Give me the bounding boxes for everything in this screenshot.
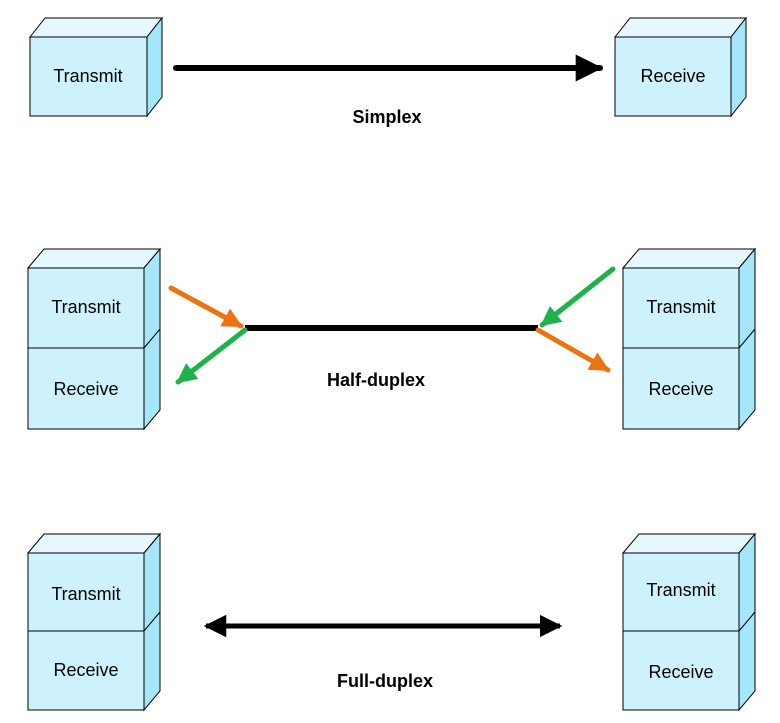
box-top-face: [26, 533, 162, 554]
box-front-face-top: [622, 267, 740, 349]
half-duplex-section: Transmit Receive Transmit Receive Half-d…: [26, 247, 757, 431]
full-duplex-caption: Full-duplex: [337, 671, 433, 691]
full-duplex-left-transmit-label: Transmit: [51, 584, 120, 604]
full-duplex-right-transmit-label: Transmit: [646, 580, 715, 600]
half-duplex-caption: Half-duplex: [327, 370, 425, 390]
box-side-divider: [738, 611, 756, 632]
box-front-face: [29, 36, 148, 117]
left-orange-incoming-arrow: [168, 285, 244, 329]
full-duplex-left-receive-label: Receive: [53, 660, 118, 680]
right-green-incoming-arrow: [539, 266, 616, 328]
simplex-caption: Simplex: [352, 107, 421, 127]
box-front-face-top: [622, 552, 740, 632]
box-top-face: [613, 17, 748, 38]
box-top-face: [621, 248, 757, 269]
box-top-face: [28, 17, 164, 38]
box-front-face-top: [27, 552, 145, 632]
simplex-section: Transmit Receive Simplex: [28, 16, 748, 127]
half-duplex-left-receive-label: Receive: [53, 379, 118, 399]
left-green-outgoing-arrow: [175, 327, 248, 385]
full-duplex-right-box: Transmit Receive: [621, 532, 757, 712]
full-duplex-section: Transmit Receive Transmit Receive Full-d…: [26, 532, 757, 712]
simplex-receive-label: Receive: [640, 66, 705, 86]
right-orange-outgoing-arrow: [535, 327, 611, 373]
simplex-receive-box: Receive: [613, 16, 748, 118]
box-top-face: [621, 533, 757, 554]
full-duplex-right-receive-label: Receive: [648, 662, 713, 682]
box-front-face-bottom: [622, 347, 740, 430]
simplex-transmit-label: Transmit: [53, 66, 122, 86]
box-front-face-bottom: [27, 630, 145, 711]
half-duplex-left-transmit-label: Transmit: [51, 297, 120, 317]
simplex-transmit-box: Transmit: [28, 16, 164, 118]
box-side-divider: [738, 328, 756, 349]
half-duplex-right-transmit-label: Transmit: [646, 297, 715, 317]
box-side-divider: [143, 611, 161, 632]
half-duplex-right-box: Transmit Receive: [621, 247, 757, 431]
half-duplex-left-box: Transmit Receive: [26, 247, 162, 431]
full-duplex-left-box: Transmit Receive: [26, 532, 162, 712]
box-top-face: [26, 248, 162, 269]
box-side-divider: [143, 328, 161, 349]
box-front-face: [614, 36, 732, 117]
half-duplex-right-receive-label: Receive: [648, 379, 713, 399]
box-front-face-bottom: [27, 347, 145, 430]
box-front-face-bottom: [622, 630, 740, 711]
